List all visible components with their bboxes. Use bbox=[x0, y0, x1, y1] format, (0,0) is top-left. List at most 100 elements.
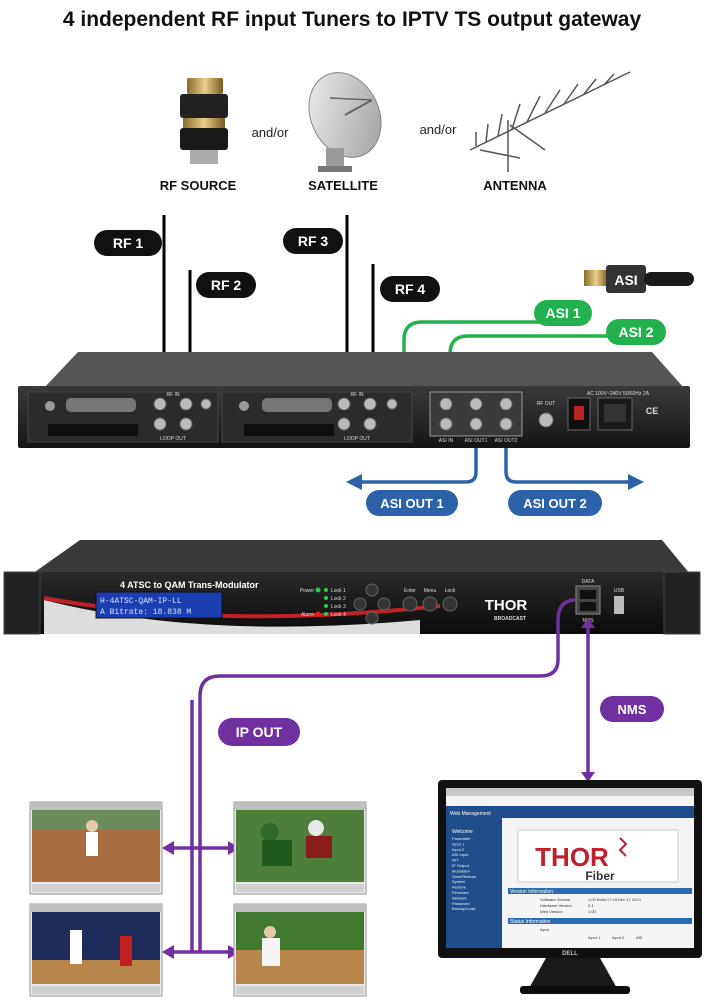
rear-power-spec: AC 100V~240V 50/60Hz 2A bbox=[587, 391, 650, 397]
monitor-menu-item: Firmware bbox=[452, 890, 469, 895]
front-lock3-label: Lock 3 bbox=[331, 604, 346, 610]
rear-asi-out1: ASI OUT1 bbox=[465, 438, 488, 444]
video-thumbnail-2 bbox=[233, 801, 367, 895]
asi-out2-badge: ASI OUT 2 bbox=[508, 490, 602, 516]
rear-asi-out2: ASI OUT2 bbox=[495, 438, 518, 444]
front-data-label: DATA bbox=[582, 579, 595, 585]
monitor-menu-item: ASI Input bbox=[452, 852, 469, 857]
page-title: 4 independent RF input Tuners to IPTV TS… bbox=[63, 8, 642, 31]
monitor-input-label: Input bbox=[540, 927, 550, 932]
front-alarm-label: Alarm bbox=[301, 612, 314, 618]
rf-source-connector-icon bbox=[180, 78, 228, 164]
rf2-badge: RF 2 bbox=[196, 272, 256, 298]
front-lcd-line1: H-4ATSC-QAM-IP-LL bbox=[100, 597, 182, 606]
rear-ce-mark: CE bbox=[646, 406, 659, 416]
asi-out2-arrowhead bbox=[628, 474, 644, 490]
monitor-menu-item: Parameter bbox=[452, 836, 471, 841]
svg-text:ASI 1: ASI 1 bbox=[545, 305, 580, 321]
asi-out1-badge: ASI OUT 1 bbox=[366, 490, 458, 516]
monitor-menu-item: Modulator bbox=[452, 868, 470, 873]
monitor-input-col-3: ASI bbox=[636, 935, 642, 940]
front-lcd-line2: A Bitrate: 18.838 M bbox=[100, 608, 191, 617]
monitor-software-value: 1.00 Build 17:43 Dec 17 2013 bbox=[588, 897, 641, 902]
monitor-web-value: 1.00 bbox=[588, 909, 597, 914]
monitor-device bbox=[438, 780, 702, 994]
rear-rf-in-2: RF IN bbox=[350, 392, 363, 398]
video-thumbnail-4 bbox=[233, 903, 367, 997]
ip-out-badge: IP OUT bbox=[218, 718, 300, 746]
monitor-input-col-2: Input 2 bbox=[612, 935, 625, 940]
satellite-dish-icon bbox=[308, 72, 382, 172]
andor-label-2: and/or bbox=[420, 122, 458, 137]
front-brand-logo: THOR bbox=[485, 597, 528, 614]
front-enter-label: Enter bbox=[404, 588, 416, 594]
rear-loop-out-2: LOOP OUT bbox=[344, 436, 370, 442]
front-lock4-label: Lock 4 bbox=[331, 612, 346, 618]
svg-text:RF 3: RF 3 bbox=[298, 233, 329, 249]
svg-text:ASI 2: ASI 2 bbox=[618, 324, 653, 340]
monitor-web-label: Web Version bbox=[540, 909, 563, 914]
front-menu-label: Menu bbox=[424, 588, 437, 594]
andor-label-1: and/or bbox=[252, 125, 290, 140]
nms-badge: NMS bbox=[600, 696, 664, 722]
monitor-menu-item: Restore bbox=[452, 885, 467, 890]
antenna-icon bbox=[469, 71, 631, 172]
rf3-badge: RF 3 bbox=[283, 228, 343, 254]
front-brand-sub: BROADCAST bbox=[494, 616, 526, 622]
rear-rf-in-1: RF IN bbox=[166, 392, 179, 398]
front-usb-label: USB bbox=[614, 588, 625, 594]
video-thumbnail-1 bbox=[29, 801, 163, 895]
svg-text:IP OUT: IP OUT bbox=[236, 724, 283, 740]
svg-text:ASI OUT 2: ASI OUT 2 bbox=[523, 496, 587, 511]
monitor-menu-item: System bbox=[452, 879, 466, 884]
front-model-title: 4 ATSC to QAM Trans-Modulator bbox=[120, 580, 259, 590]
front-lock-label: Lock bbox=[445, 588, 456, 594]
asi-out1-arrowhead bbox=[346, 474, 362, 490]
label-antenna: ANTENNA bbox=[483, 178, 547, 193]
svg-text:ASI OUT 1: ASI OUT 1 bbox=[380, 496, 444, 511]
rear-asi-in: ASI IN bbox=[439, 438, 454, 444]
monitor-brand: DELL bbox=[562, 951, 578, 957]
rear-loop-out-1: LOOP OUT bbox=[160, 436, 186, 442]
asi-cable-icon: ASI bbox=[584, 265, 694, 293]
monitor-status-header: Status Information bbox=[510, 919, 551, 925]
label-rf-source: RF SOURCE bbox=[160, 178, 237, 193]
monitor-logo-top: THOR bbox=[535, 842, 609, 872]
monitor-hardware-label: Hardware Version bbox=[540, 903, 572, 908]
monitor-menu-item: Password bbox=[452, 901, 470, 906]
rf1-badge: RF 1 bbox=[94, 230, 162, 256]
monitor-menu-item: Network bbox=[452, 895, 467, 900]
svg-text:RF 4: RF 4 bbox=[395, 281, 426, 297]
svg-text:NMS: NMS bbox=[618, 702, 647, 717]
video-thumbnail-3 bbox=[29, 903, 163, 997]
asi-output-lines bbox=[360, 448, 630, 484]
ip-out-lines bbox=[172, 598, 590, 954]
svg-text:ASI: ASI bbox=[614, 272, 637, 288]
monitor-menu-item: Input 1 bbox=[452, 841, 465, 846]
front-panel-device bbox=[3, 540, 701, 635]
front-lock2-label: Lock 2 bbox=[331, 596, 346, 602]
svg-text:RF 1: RF 1 bbox=[113, 235, 144, 251]
label-satellite: SATELLITE bbox=[308, 178, 378, 193]
front-power-label: Power bbox=[300, 588, 315, 594]
front-lock1-label: Lock 1 bbox=[331, 588, 346, 594]
monitor-menu-item: Input 2 bbox=[452, 847, 465, 852]
rf4-badge: RF 4 bbox=[380, 276, 440, 302]
asi1-badge: ASI 1 bbox=[534, 300, 592, 326]
asi2-badge: ASI 2 bbox=[606, 319, 666, 345]
monitor-menu-item: IP Output bbox=[452, 863, 470, 868]
monitor-menu-item: NIT bbox=[452, 858, 459, 863]
monitor-software-label: Software Version bbox=[540, 897, 570, 902]
monitor-hardware-value: 0.1 bbox=[588, 903, 594, 908]
svg-text:RF 2: RF 2 bbox=[211, 277, 242, 293]
monitor-welcome: Welcome bbox=[452, 829, 473, 835]
monitor-logo-bottom: Fiber bbox=[585, 869, 615, 883]
monitor-web-title: Web Management bbox=[450, 811, 491, 817]
monitor-input-col-1: Input 1 bbox=[588, 935, 601, 940]
monitor-menu-item: Save/Restore bbox=[452, 874, 477, 879]
monitor-version-header: Version Information bbox=[510, 889, 553, 895]
rear-panel-device bbox=[18, 352, 690, 448]
rear-rf-out: RF OUT bbox=[537, 401, 556, 407]
